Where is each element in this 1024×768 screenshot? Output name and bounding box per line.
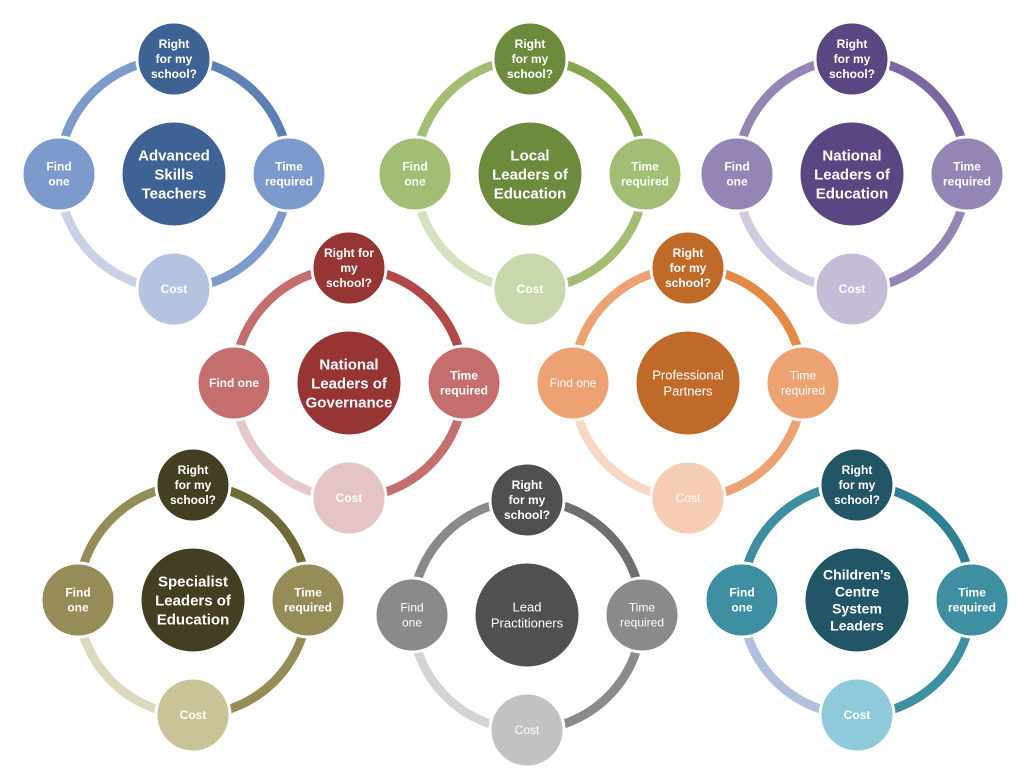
node-label-cost: Cost [515,723,540,737]
node-find-one[interactable] [39,561,117,639]
node-cost[interactable] [649,459,727,537]
node-right-for-my-school[interactable] [813,20,891,98]
node-find-one[interactable] [534,344,612,422]
node-right-for-my-school[interactable] [135,20,213,98]
node-right-for-my-school[interactable] [491,20,569,98]
node-right-for-my-school[interactable] [310,229,388,307]
node-right-for-my-school[interactable] [818,446,896,524]
node-label-find-one: Find one [209,376,259,390]
node-find-one[interactable] [20,135,98,213]
node-cost[interactable] [491,250,569,328]
center-node[interactable] [633,328,743,438]
node-cost[interactable] [488,691,566,768]
center-node[interactable] [119,119,229,229]
node-right-for-my-school[interactable] [154,446,232,524]
node-right-for-my-school[interactable] [649,229,727,307]
node-find-one[interactable] [373,576,451,654]
node-time-required[interactable] [250,135,328,213]
node-cost[interactable] [135,250,213,328]
node-find-one[interactable] [376,135,454,213]
node-label-cost: Cost [161,282,188,296]
node-time-required[interactable] [928,135,1006,213]
node-label-cost: Cost [517,282,544,296]
node-time-required[interactable] [269,561,347,639]
center-node[interactable] [475,119,585,229]
node-label-cost: Cost [180,708,207,722]
node-time-required[interactable] [603,576,681,654]
node-time-required[interactable] [606,135,684,213]
center-node[interactable] [472,560,582,670]
node-time-required[interactable] [425,344,503,422]
node-label-cost: Cost [844,708,871,722]
node-cost[interactable] [310,459,388,537]
node-find-one[interactable] [195,344,273,422]
center-node[interactable] [138,545,248,655]
node-cost[interactable] [154,676,232,754]
node-label-cost: Cost [336,491,363,505]
node-time-required[interactable] [764,344,842,422]
node-right-for-my-school[interactable] [488,461,566,539]
center-node[interactable] [294,328,404,438]
node-label-cost: Cost [676,491,701,505]
node-cost[interactable] [818,676,896,754]
node-find-one[interactable] [698,135,776,213]
node-cost[interactable] [813,250,891,328]
node-label-find-one: Find one [550,376,597,390]
node-find-one[interactable] [703,561,781,639]
node-label-cost: Cost [839,282,866,296]
center-node[interactable] [802,545,912,655]
center-node[interactable] [797,119,907,229]
node-time-required[interactable] [933,561,1011,639]
